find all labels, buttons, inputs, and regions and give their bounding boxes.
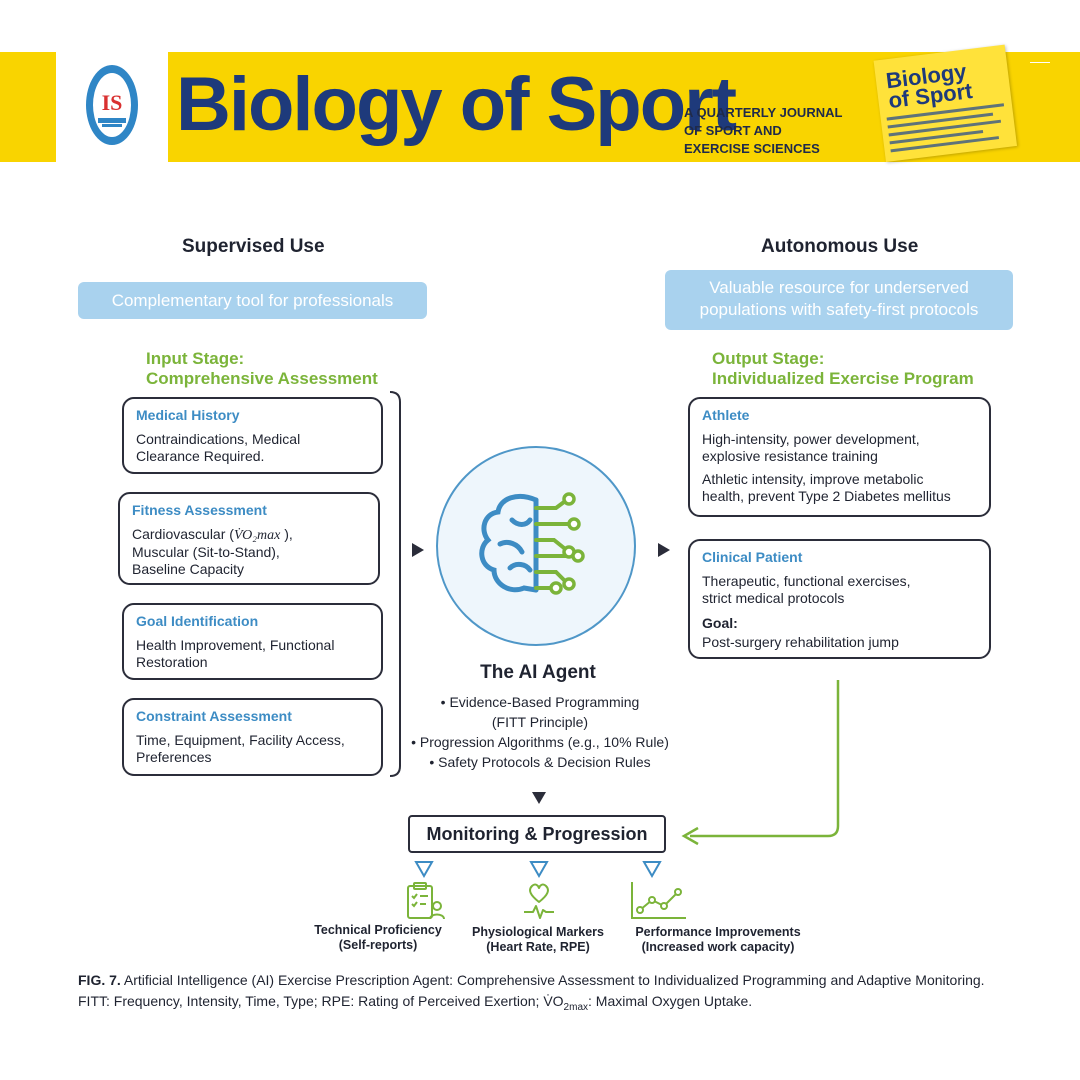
clipboard-person-icon <box>407 882 445 920</box>
box-text: Contraindications, Medical Clearance Req… <box>136 431 301 464</box>
metric-performance-improvements: Performance Improvements (Increased work… <box>635 925 801 954</box>
arrow-right-icon <box>412 543 424 557</box>
feedback-arrow-line <box>690 680 840 838</box>
brain-circuit-icon <box>479 492 585 595</box>
ai-agent-circle <box>436 446 636 646</box>
journal-subtitle: A QUARTERLY JOURNAL OF SPORT AND EXERCIS… <box>684 105 843 156</box>
box-text: Time, Equipment, Facility Access, Prefer… <box>136 732 345 765</box>
fitness-assessment-box: Fitness Assessment Cardiovascular (V̇O₂m… <box>118 492 380 585</box>
ai-agent-title: The AI Agent <box>480 662 596 683</box>
goal-label: Goal: <box>702 615 738 631</box>
box-title: Goal Identification <box>136 613 259 629</box>
box-title: Clinical Patient <box>702 549 803 565</box>
triangle-down-icon <box>414 861 434 879</box>
box-text: Cardiovascular (V̇O₂max ), Muscular (Sit… <box>132 526 293 577</box>
box-text: Therapeutic, functional exercises, stric… <box>702 573 911 606</box>
feature-item: • Progression Algorithms (e.g., 10% Rule… <box>411 734 669 750</box>
box-text: High-intensity, power development, explo… <box>702 431 920 464</box>
arrow-down-icon <box>532 792 546 804</box>
svg-text:IS: IS <box>102 90 123 115</box>
clinical-patient-box: Clinical Patient Therapeutic, functional… <box>688 539 991 659</box>
input-stage-title: Input Stage: Comprehensive Assessment <box>146 349 378 388</box>
caption-abbreviations: FITT: Frequency, Intensity, Time, Type; … <box>78 993 753 1013</box>
triangle-down-icon <box>529 861 549 879</box>
medical-history-box: Medical History Contraindications, Medic… <box>122 397 383 474</box>
caption-title: Artificial Intelligence (AI) Exercise Pr… <box>120 972 985 988</box>
box-text: Health Improvement, Functional Restorati… <box>136 637 335 670</box>
triangle-down-icon <box>642 861 662 879</box>
metric-physiological-markers: Physiological Markers (Heart Rate, RPE) <box>471 925 604 954</box>
ai-agent-features: • Evidence-Based Programming (FITT Princ… <box>392 692 688 772</box>
vo2max-symbol: V̇O₂max <box>233 528 281 543</box>
constraint-assessment-box: Constraint Assessment Time, Equipment, F… <box>122 698 383 776</box>
supervised-pill: Complementary tool for professionals <box>78 282 427 319</box>
goal-identification-box: Goal Identification Health Improvement, … <box>122 603 383 680</box>
heart-pulse-icon <box>524 883 554 919</box>
box-title: Constraint Assessment <box>136 708 292 724</box>
box-title: Fitness Assessment <box>132 502 267 518</box>
output-stage-title: Output Stage: Individualized Exercise Pr… <box>712 349 974 388</box>
box-title: Medical History <box>136 407 240 423</box>
banner-left-strip <box>0 52 56 162</box>
feature-item: (FITT Principle) <box>491 714 589 730</box>
arrow-right-icon <box>658 543 670 557</box>
goal-text: Post-surgery rehabilitation jump <box>702 634 899 650</box>
monitoring-progression-box: Monitoring & Progression <box>408 815 666 853</box>
figure-label: FIG. 7. <box>78 972 121 988</box>
supervised-use-heading: Supervised Use <box>182 236 325 257</box>
athlete-box: Athlete High-intensity, power developmen… <box>688 397 991 517</box>
journal-logo: IS <box>84 62 140 148</box>
line-chart-icon <box>631 882 686 919</box>
feature-item: • Safety Protocols & Decision Rules <box>429 754 651 770</box>
box-title: Athlete <box>702 407 750 423</box>
metric-technical-proficiency: Technical Proficiency (Self-reports) <box>314 923 442 952</box>
autonomous-pill: Valuable resource for underserved popula… <box>665 270 1013 330</box>
feedback-arrowhead-icon <box>681 826 699 846</box>
box-text: Athletic intensity, improve metabolic he… <box>702 471 951 504</box>
banner-rule <box>1030 62 1050 63</box>
figure-caption: FIG. 7. Artificial Intelligence (AI) Exe… <box>78 970 1018 1018</box>
input-bracket <box>389 391 401 777</box>
feature-item: • Evidence-Based Programming <box>440 694 640 710</box>
journal-title: Biology of Sport <box>176 62 737 147</box>
autonomous-use-heading: Autonomous Use <box>761 236 919 257</box>
